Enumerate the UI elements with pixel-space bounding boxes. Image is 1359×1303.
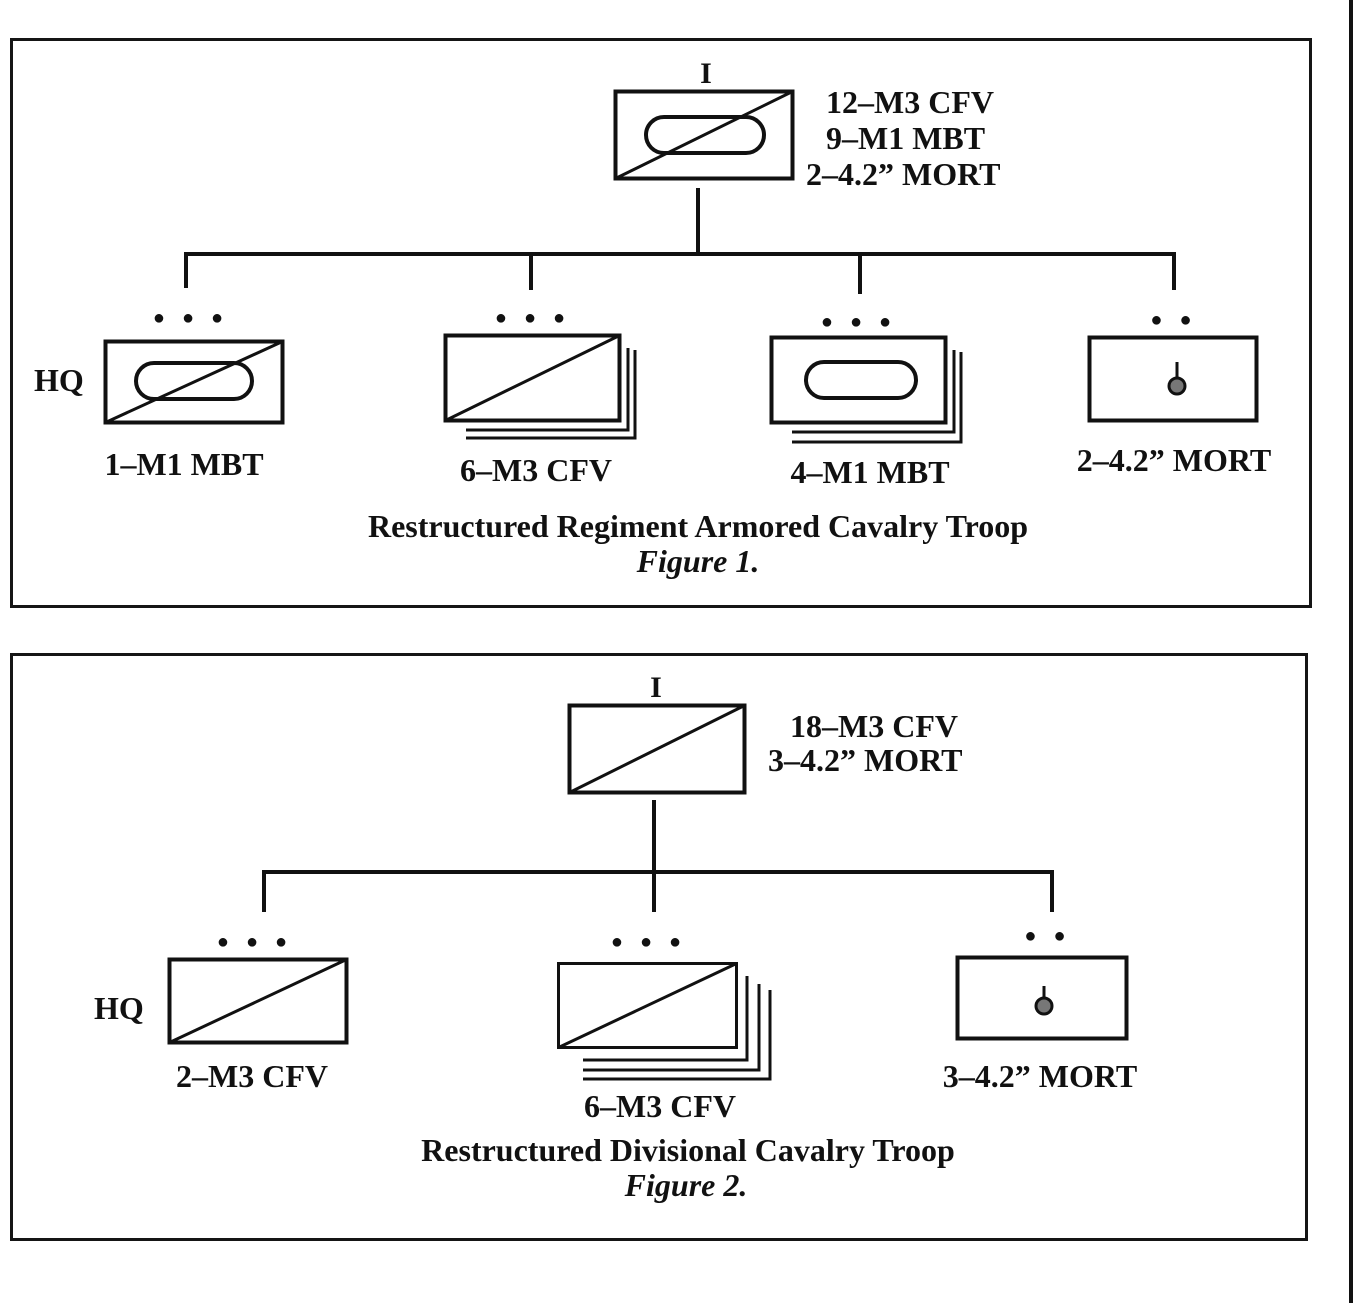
figure-1-top-line-1: 12–M3 CFV [826,84,994,120]
figure-2-unit-3-mortar-icon [956,956,1128,1040]
figure-1-title: Restructured Regiment Armored Cavalry Tr… [367,508,1029,544]
figure-2-unit-3-label: 3–4.2” MORT [942,1058,1138,1094]
figure-1-unit-3-label: 4–M1 MBT [790,454,950,490]
figure-2-hq-cavalry-icon [168,958,348,1044]
figure-2-title: Restructured Divisional Cavalry Troop [421,1132,955,1168]
figure-1-hq-label: 1–M1 MBT [104,446,264,482]
figure-1-unit-2-label: 6–M3 CFV [460,452,612,488]
figure-2-unit-2-echelon: ● ● ● [610,931,688,953]
figure-1-unit-4-label: 2–4.2” MORT [1076,442,1272,478]
figure-1-unit-3-armor-icon [770,336,964,444]
figure-1-unit-4-echelon: ● ● [1150,309,1198,331]
page-edge-line [1349,0,1353,1303]
figure-2-panel [10,653,1308,1241]
figure-1-top-line-2: 9–M1 MBT [826,120,986,156]
figure-1-caption: Figure 1. [636,543,760,579]
figure-1-hq-echelon: ● ● ● [152,307,230,329]
figure-1-hq-armored-cavalry-icon [104,340,284,424]
figure-1-top-armored-cavalry-icon [614,90,794,180]
figure-2-unit-2-label: 6–M3 CFV [584,1088,736,1124]
figure-2-caption: Figure 2. [624,1167,748,1203]
figure-1-hq-tag: HQ [34,362,84,398]
figure-1-panel [10,38,1312,608]
figure-1-unit-2-echelon: ● ● ● [494,307,572,329]
figure-2-top-line-2: 3–4.2” MORT [768,742,963,778]
figure-2-hq-label: 2–M3 CFV [176,1058,328,1094]
figure-2-top-cavalry-icon [568,704,746,794]
figure-1-top-echelon: I [700,57,712,90]
figure-2-hq-tag: HQ [94,990,144,1026]
figure-2-hq-echelon: ● ● ● [216,931,294,953]
figure-1-top-line-3: 2–4.2” MORT [806,156,1001,192]
figure-2-unit-2-cavalry-icon [557,962,773,1082]
figure-1-unit-4-mortar-icon [1088,336,1258,422]
figure-2-top-echelon: I [650,671,662,704]
figure-2-top-line-1: 18–M3 CFV [790,708,958,744]
figure-1-unit-2-cavalry-icon [444,334,638,440]
figure-2-unit-3-echelon: ● ● [1024,925,1072,947]
figure-1-unit-3-echelon: ● ● ● [820,311,898,333]
